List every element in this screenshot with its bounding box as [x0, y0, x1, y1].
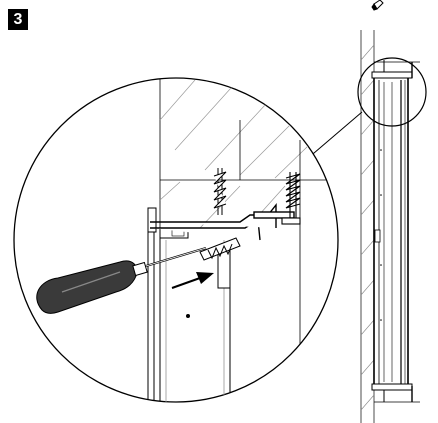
- step-number-badge: 3: [8, 9, 28, 30]
- cabinet-side-view: [360, 30, 420, 423]
- screw-icon: [213, 168, 227, 215]
- wall-plug-icon: [199, 237, 241, 261]
- detail-magnifier-circle: [357, 57, 427, 127]
- detail-circle: [13, 77, 339, 403]
- wall-section: [360, 30, 375, 423]
- screwdriver-icon: [36, 246, 207, 314]
- ceiling-block: [159, 78, 338, 236]
- direction-arrow-icon: [171, 272, 214, 289]
- large-screw: [281, 172, 301, 225]
- pencil-icon: [371, 0, 384, 11]
- mounting-bracket: [150, 203, 295, 241]
- cabinet-profile: [147, 207, 231, 402]
